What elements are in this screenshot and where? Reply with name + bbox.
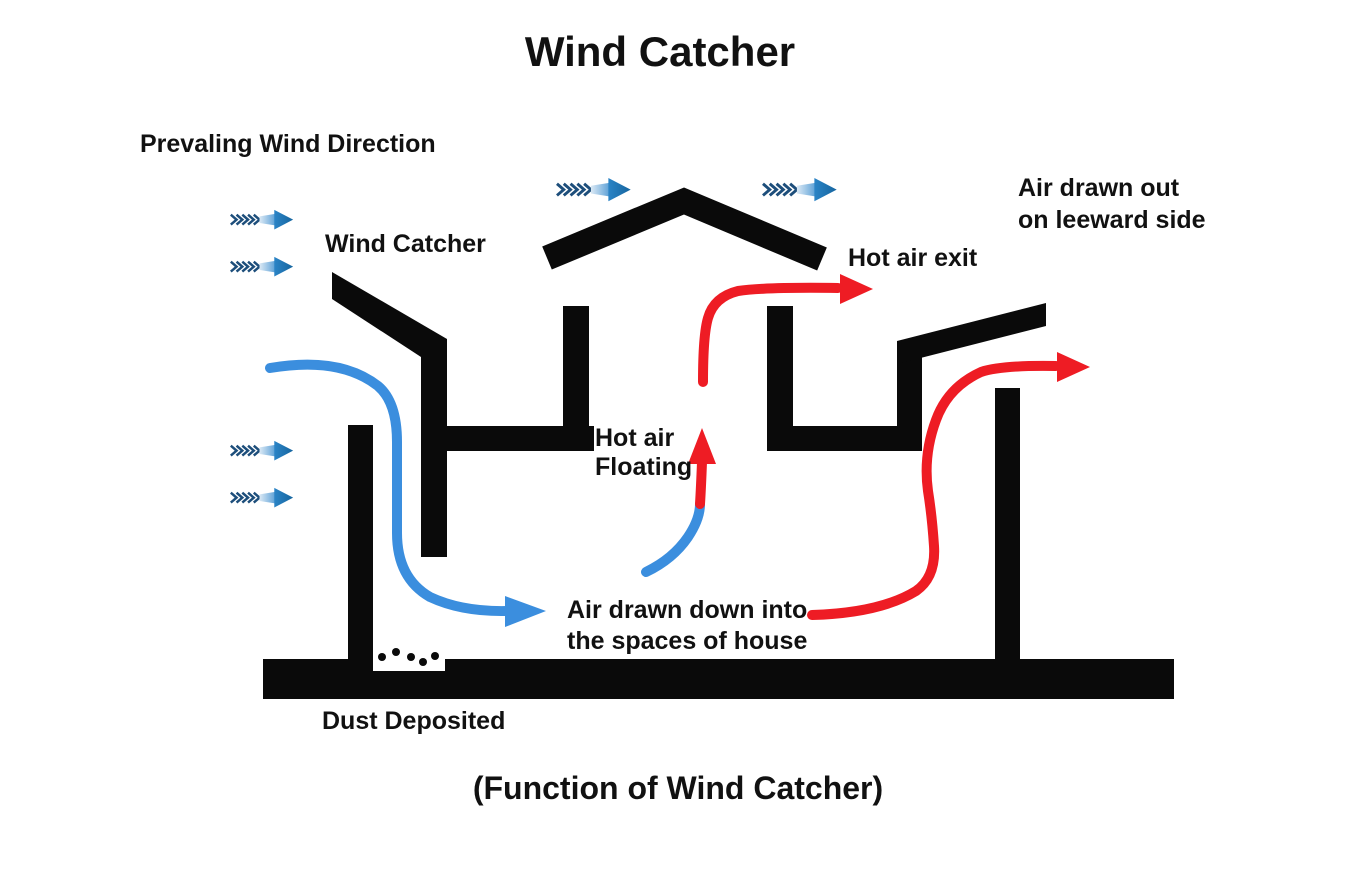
hot-air-leeward-line [807,360,1061,620]
label-hot-air-floating-line2: Floating [595,453,693,482]
label-air-drawn-down: Air drawn down into the spaces of house [567,595,807,656]
dust-dot [431,652,439,660]
dust-notch [373,659,445,671]
hot-air-leeward-arrowhead [1057,352,1090,382]
label-air-drawn-out: Air drawn out on leeward side [1018,172,1206,236]
label-hot-air-exit: Hot air exit [848,244,978,272]
label-air-drawn-down-line1: Air drawn down into [567,596,808,624]
dust-dots [378,648,439,666]
wind-arrow-icon [229,486,295,509]
wind-catcher-slant-roof [332,272,447,357]
main-roof [542,187,827,271]
label-air-drawn-out-line2: on leeward side [1018,206,1206,234]
dust-dot [419,658,427,666]
cool-air-inflow-arrowhead [505,596,546,627]
right-house-wall [995,388,1020,665]
label-wind-catcher: Wind Catcher [325,230,486,258]
label-prevailing-wind: Prevaling Wind Direction [140,130,436,158]
center-left-post [563,306,589,431]
caption: (Function of Wind Catcher) [472,770,884,806]
cool-air-rise-line [641,499,705,577]
left-house-wall [348,425,373,665]
dust-dot [392,648,400,656]
wind-arrow-icon [229,208,295,231]
hot-air-exit-arrowhead [840,274,873,304]
right-slant-roof [897,303,1046,364]
page-title: Wind Catcher [524,28,796,75]
center-right-ceiling-bar [767,426,922,451]
dust-dot [378,653,386,661]
label-hot-air-floating: Hot air Floating [595,424,692,483]
hot-air-rise-line [695,457,707,509]
label-hot-air-floating-line1: Hot air [595,424,675,452]
label-dust-deposited: Dust Deposited [322,707,506,735]
wind-arrow-icon [555,176,633,203]
cool-air-inflow-line [265,359,512,617]
label-air-drawn-down-line2: the spaces of house [567,626,808,655]
wind-catcher-wall [421,346,447,557]
hot-air-exit-line [698,282,843,387]
wind-arrow-icon [761,176,839,203]
wind-arrow-icon [229,255,295,278]
center-right-post [767,306,793,431]
label-air-drawn-out-line1: Air drawn out [1018,174,1180,202]
dust-dot [407,653,415,661]
wind-arrow-icon [229,439,295,462]
hot-air-rise-arrowhead [688,428,716,464]
